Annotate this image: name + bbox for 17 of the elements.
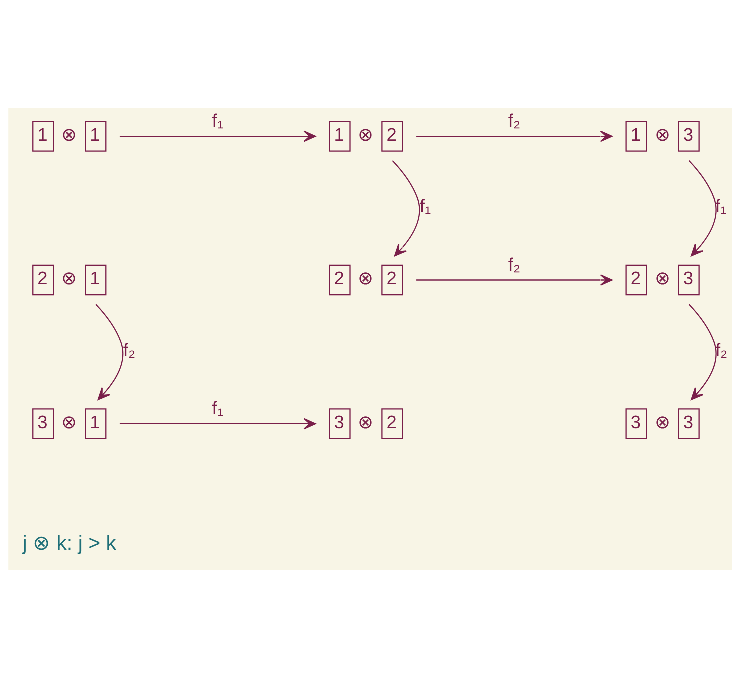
edge-label: f₂ — [508, 110, 521, 131]
edge-label: f₂ — [508, 253, 521, 274]
arrow — [96, 304, 124, 400]
label: j ⊗ k: j > k — [22, 531, 117, 554]
arrow — [120, 130, 316, 142]
edge-label: f₂ — [123, 338, 136, 360]
arrow — [416, 130, 613, 142]
arrow — [392, 160, 420, 256]
edge-label: f₁ — [420, 195, 432, 216]
edge-label: f₁ — [715, 195, 727, 216]
arrow — [120, 418, 316, 430]
edge-label: f₁ — [212, 110, 224, 131]
arrow — [688, 160, 717, 256]
arrow — [416, 274, 613, 286]
edge-label: f₂ — [715, 338, 728, 360]
edge-label: f₁ — [212, 397, 224, 418]
arrow — [688, 304, 717, 400]
